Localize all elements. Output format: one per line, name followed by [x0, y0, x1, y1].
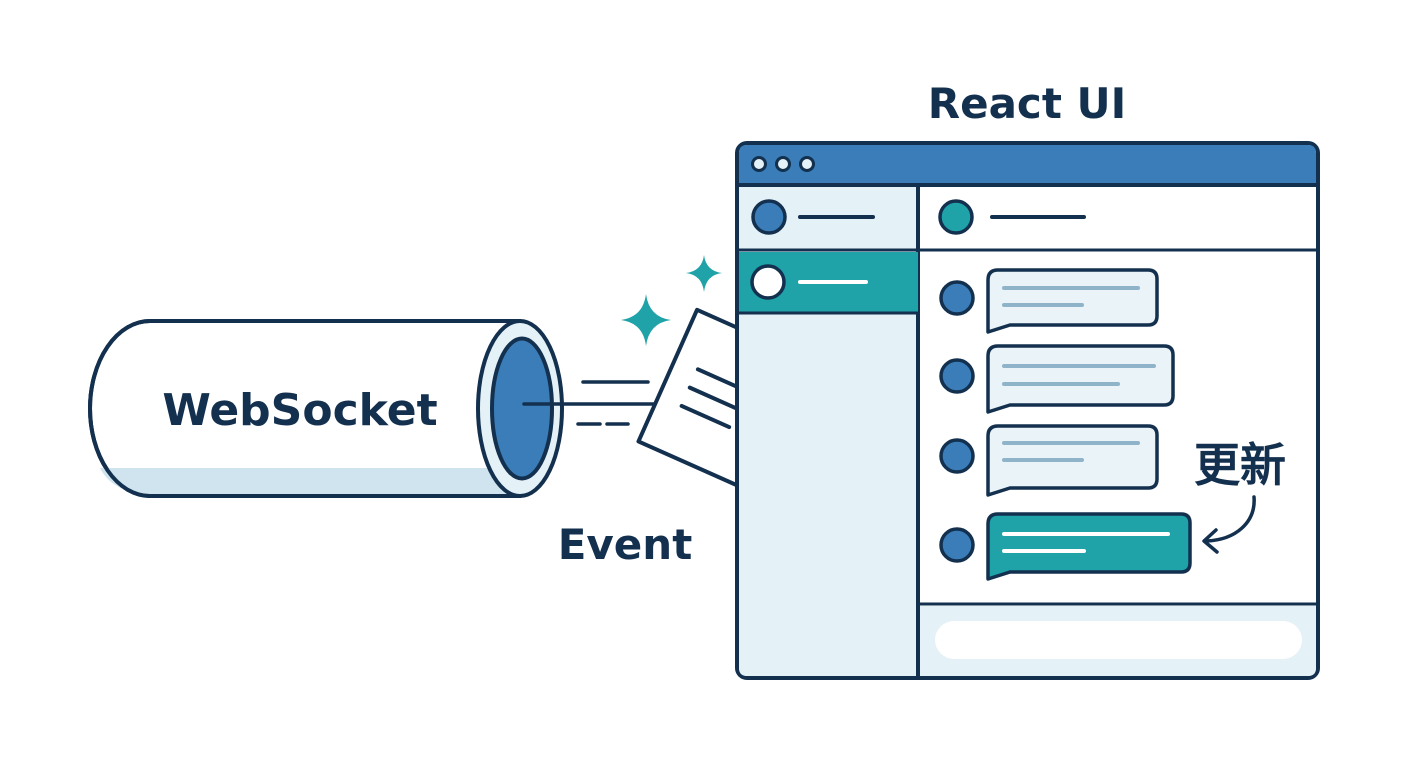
event-label: Event — [558, 520, 693, 569]
avatar — [939, 438, 975, 474]
avatar — [750, 264, 786, 300]
chat-message-2 — [939, 344, 1175, 414]
avatar — [939, 358, 975, 394]
sidebar-item-contact-2-selected[interactable] — [739, 252, 918, 312]
avatar — [938, 199, 974, 235]
avatar — [751, 199, 787, 235]
window-dot-3[interactable] — [799, 156, 815, 172]
websocket-label: WebSocket — [162, 385, 437, 436]
sidebar-item-contact-1[interactable] — [751, 199, 875, 235]
curved-arrow-icon — [1202, 495, 1256, 554]
window-dot-1[interactable] — [751, 156, 767, 172]
window-dot-2[interactable] — [775, 156, 791, 172]
react-ui-window — [735, 141, 1320, 680]
chat-message-3 — [939, 424, 1159, 497]
avatar — [939, 280, 975, 316]
update-label: 更新 — [1194, 438, 1286, 492]
chat-message-1 — [939, 268, 1159, 334]
chat-message-4-new — [939, 512, 1192, 581]
chat-header — [938, 199, 1086, 235]
react-ui-label: React UI — [928, 79, 1127, 128]
message-input[interactable] — [935, 621, 1302, 659]
websocket-pipe-icon — [88, 319, 564, 498]
speed-lines — [522, 380, 657, 426]
avatar — [939, 527, 975, 563]
window-controls — [751, 156, 815, 172]
